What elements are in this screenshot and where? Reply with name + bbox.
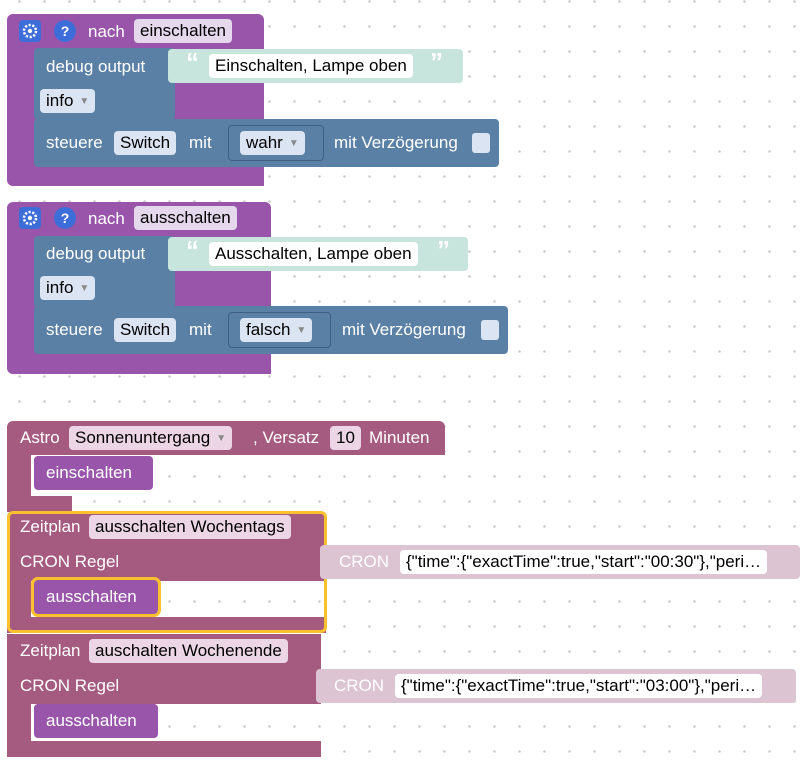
delay-label: mit Verzögerung [334,133,458,152]
log-level-dropdown[interactable]: info▼ [40,89,96,113]
debug-text-field[interactable]: Einschalten, Lampe oben [209,54,413,78]
debug-output-label: debug output [46,57,146,76]
cron-rule-label: CRON Regel [20,676,120,695]
function-name-field[interactable]: einschalten [134,19,233,43]
log-level-dropdown[interactable]: info▼ [40,276,96,300]
astro-trigger-footer [7,496,72,512]
unit-label: Minuten [369,428,430,447]
schedule-label: Zeitplan [20,517,81,536]
astro-label: Astro [20,428,60,447]
procedure-call-label: ausschalten [46,587,137,606]
procedure-call-block[interactable] [31,577,161,617]
procedure-call-block[interactable] [34,456,153,490]
help-icon[interactable]: ? [54,20,76,42]
debug-output-label: debug output [46,244,146,263]
chevron-down-icon: ▼ [79,282,90,294]
with-label: mit [189,133,212,152]
quote-close: ” [430,47,443,77]
quote-open: “ [186,235,199,265]
value-dropdown[interactable]: falsch▼ [240,318,313,342]
offset-field[interactable]: 10 [330,426,361,450]
cron-tag: CRON [334,676,385,695]
device-field[interactable]: Switch [114,318,177,342]
gear-icon[interactable] [19,20,41,42]
value-dropdown[interactable]: wahr▼ [240,131,305,155]
device-field[interactable]: Switch [114,131,177,155]
cron-value-field[interactable]: {"time":{"exactTime":true,"start":"00:30… [400,550,768,574]
procedure-call-block[interactable] [34,704,158,738]
quote-close: ” [437,235,450,265]
function-prefix: nach [88,209,125,228]
delay-checkbox[interactable] [481,320,499,340]
delay-label: mit Verzögerung [342,320,466,339]
gear-icon[interactable] [19,207,41,229]
chevron-down-icon: ▼ [296,324,307,336]
schedule-label: Zeitplan [20,641,81,660]
quote-open: “ [186,47,199,77]
with-label: mit [189,320,212,339]
control-label: steuere [46,320,103,339]
function-name-field[interactable]: ausschalten [134,206,237,230]
procedure-call-label: ausschalten [46,711,137,730]
schedule-name-field[interactable]: auschalten Wochenende [89,639,288,663]
cron-tag: CRON [339,552,390,571]
control-label: steuere [46,133,103,152]
help-icon[interactable]: ? [54,207,76,229]
astro-event-dropdown[interactable]: Sonnenuntergang▼ [69,426,233,450]
delay-checkbox[interactable] [472,133,490,153]
cron-rule-label: CRON Regel [20,552,120,571]
chevron-down-icon: ▼ [288,137,299,149]
schedule-name-field[interactable]: ausschalten Wochentags [89,515,291,539]
chevron-down-icon: ▼ [79,95,90,107]
cron-value-field[interactable]: {"time":{"exactTime":true,"start":"03:00… [395,674,763,698]
function-prefix: nach [88,22,125,41]
procedure-call-label: einschalten [46,463,133,482]
offset-label: , Versatz [253,428,320,447]
debug-text-field[interactable]: Ausschalten, Lampe oben [209,242,418,266]
chevron-down-icon: ▼ [216,432,227,444]
